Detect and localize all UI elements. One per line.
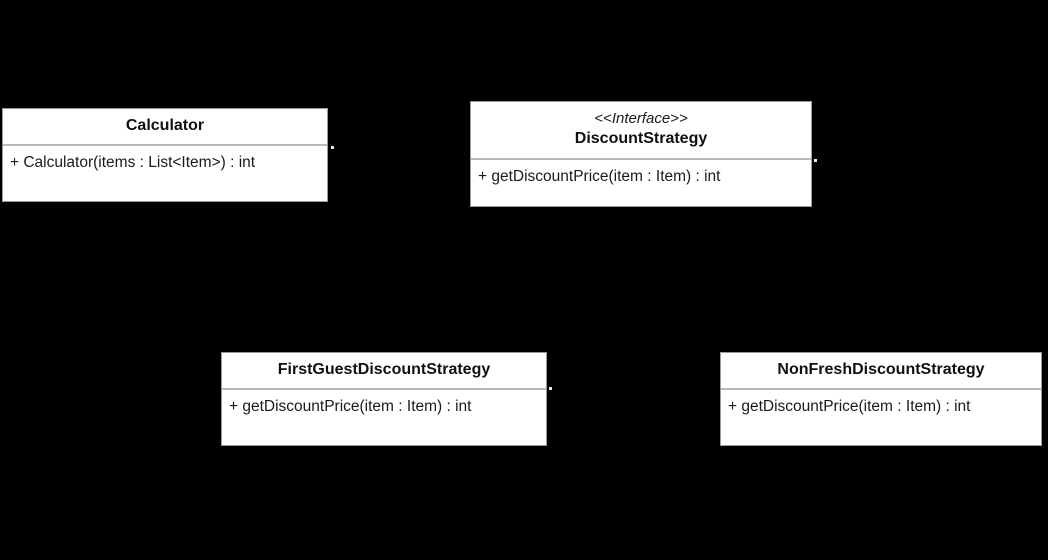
class-title-discountstrategy: DiscountStrategy (574, 130, 708, 147)
class-members-nonfreshdiscountstrategy: + getDiscountPrice(item : Item) : int (721, 390, 1041, 445)
class-title-calculator: Calculator (125, 117, 205, 134)
class-members-firstguestdiscountstrategy: + getDiscountPrice(item : Item) : int (222, 390, 546, 445)
class-header-calculator: Calculator (3, 109, 327, 146)
class-member: + getDiscountPrice(item : Item) : int (478, 168, 721, 185)
class-title-nonfreshdiscountstrategy: NonFreshDiscountStrategy (777, 361, 985, 378)
class-stereotype-discountstrategy: <<Interface>> (594, 110, 688, 127)
uml-interface-discountstrategy[interactable]: <<Interface>> DiscountStrategy + getDisc… (470, 101, 812, 207)
connector-endpoint-calculator (331, 146, 334, 149)
class-members-calculator: + Calculator(items : List<Item>) : int (3, 146, 327, 201)
connector-endpoint-discountstrategy (814, 159, 817, 162)
class-header-nonfreshdiscountstrategy: NonFreshDiscountStrategy (721, 353, 1041, 390)
uml-class-calculator[interactable]: Calculator + Calculator(items : List<Ite… (2, 108, 328, 202)
connector-endpoint-firstguestdiscountstrategy (549, 387, 552, 390)
class-member: + Calculator(items : List<Item>) : int (10, 154, 256, 171)
class-members-discountstrategy: + getDiscountPrice(item : Item) : int (471, 160, 811, 206)
uml-class-nonfreshdiscountstrategy[interactable]: NonFreshDiscountStrategy + getDiscountPr… (720, 352, 1042, 446)
class-member: + getDiscountPrice(item : Item) : int (229, 398, 472, 415)
class-header-discountstrategy: <<Interface>> DiscountStrategy (471, 102, 811, 160)
class-header-firstguestdiscountstrategy: FirstGuestDiscountStrategy (222, 353, 546, 390)
class-title-firstguestdiscountstrategy: FirstGuestDiscountStrategy (277, 361, 491, 378)
class-member: + getDiscountPrice(item : Item) : int (728, 398, 971, 415)
uml-class-firstguestdiscountstrategy[interactable]: FirstGuestDiscountStrategy + getDiscount… (221, 352, 547, 446)
